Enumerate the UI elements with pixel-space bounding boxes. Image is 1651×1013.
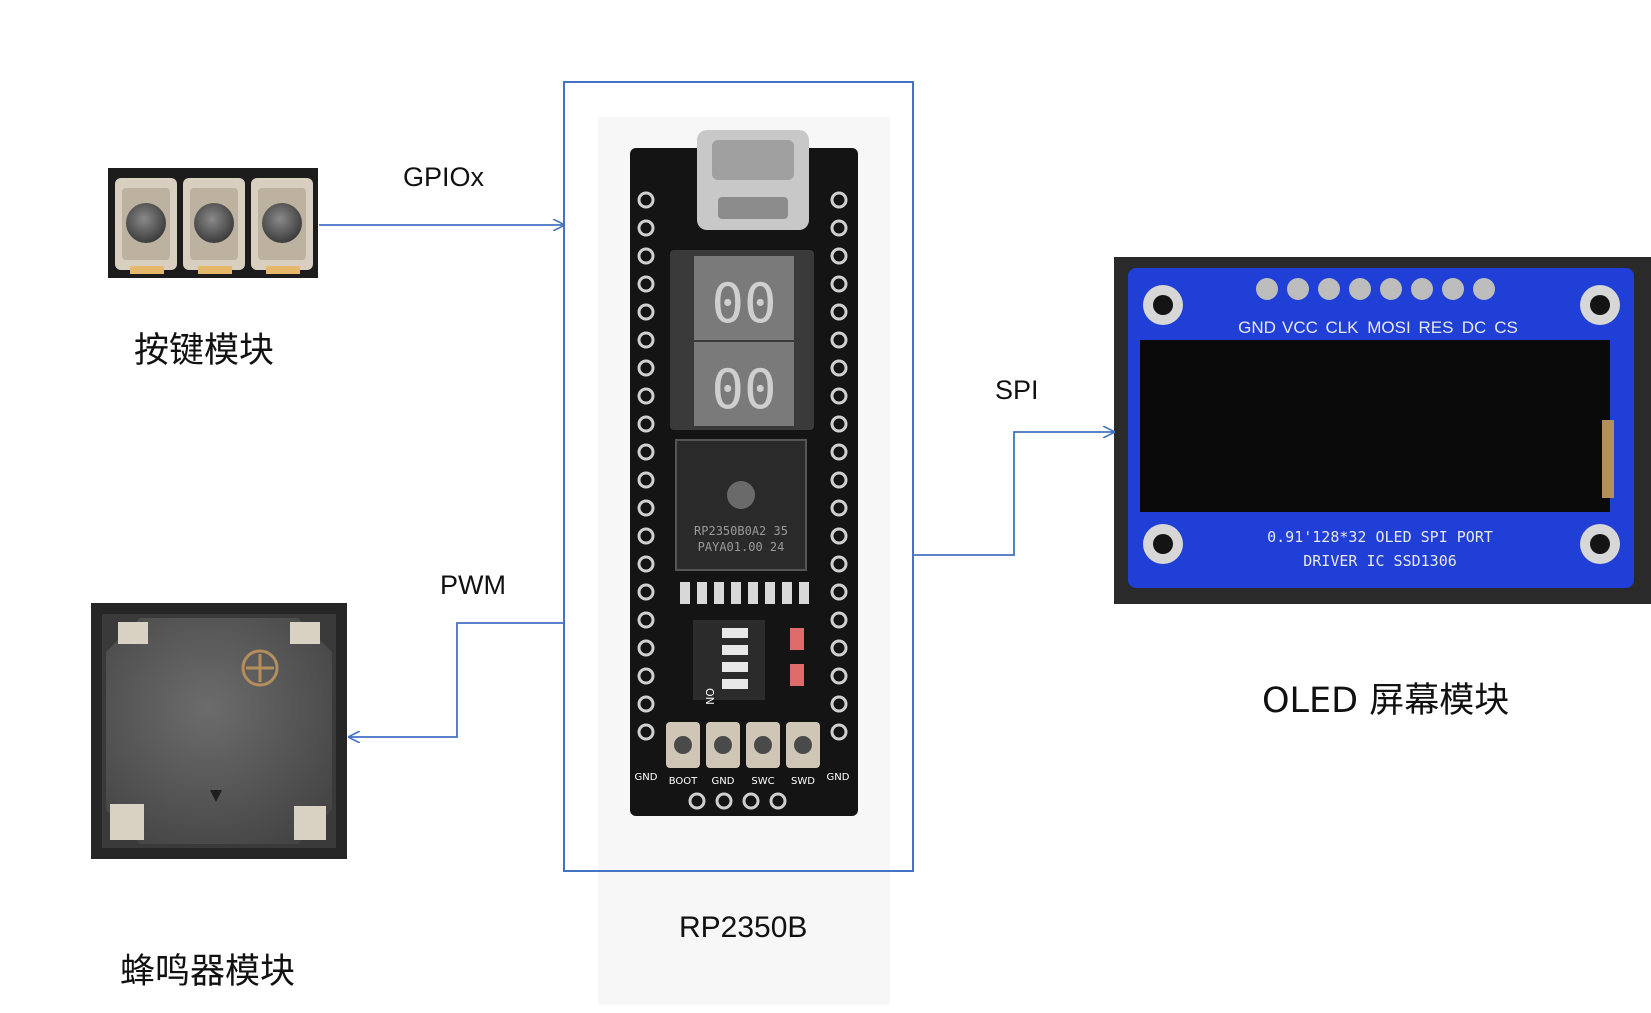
pin-hole (637, 611, 655, 629)
pwm-arrow (349, 622, 564, 737)
pin-hole (830, 611, 848, 629)
tactile-button-2 (183, 178, 245, 274)
pin-hole (830, 583, 848, 601)
mcu-frame (563, 81, 914, 872)
pin-hole (830, 639, 848, 657)
chip-marking-line1: RP2350B0A2 35 (694, 524, 788, 538)
pin-hole (830, 695, 848, 713)
oled-pin-mosi: MOSI (1367, 318, 1410, 337)
pin-hole (830, 415, 848, 433)
pin-hole (637, 723, 655, 741)
pin-hole (830, 667, 848, 685)
gpio-edge-label: GPIOx (403, 162, 485, 192)
pin-hole (830, 359, 848, 377)
oled-module-label: OLED 屏幕模块 (1262, 681, 1510, 721)
pin-hole (830, 191, 848, 209)
pin-hole (637, 219, 655, 237)
pin-hole (637, 331, 655, 349)
oled-pin-clk: CLK (1325, 318, 1359, 337)
pin-hole (830, 331, 848, 349)
spi-arrow (913, 432, 1114, 556)
pin-hole (830, 499, 848, 517)
pin-hole (830, 387, 848, 405)
pin-hole (637, 695, 655, 713)
oled-pin-gnd: GND (1238, 318, 1276, 337)
oled-module-image: GND VCC CLK MOSI RES DC CS 0.91'128*32 O… (1114, 257, 1651, 604)
spi-edge-label: SPI (995, 375, 1039, 405)
rp2350b-board-image: 00 00 RP2350B0A2 35 PAYA01.00 24 ON (630, 130, 858, 816)
pin-hole (637, 303, 655, 321)
pin-hole (830, 443, 848, 461)
pin-hole (637, 275, 655, 293)
dip-on-silk: ON (703, 688, 716, 705)
tactile-button-3 (251, 178, 313, 274)
silk-swc: SWC (751, 776, 774, 787)
pin-hole (637, 667, 655, 685)
pin-hole (830, 723, 848, 741)
pin-hole (637, 471, 655, 489)
pin-hole (637, 359, 655, 377)
oled-pin-vcc: VCC (1282, 318, 1318, 337)
tactile-button-1 (115, 178, 177, 274)
silk-gnd-button: GND (712, 776, 735, 787)
pin-hole (637, 443, 655, 461)
mcu-label: RP2350B (679, 911, 808, 944)
oled-pin-cs: CS (1494, 318, 1518, 337)
pin-hole (830, 247, 848, 265)
pin-hole (830, 219, 848, 237)
silk-gnd-left: GND (635, 772, 658, 783)
svg-text:00: 00 (711, 358, 776, 421)
pin-hole (637, 499, 655, 517)
pin-hole (637, 583, 655, 601)
oled-pin-res: RES (1419, 318, 1454, 337)
pin-hole (637, 191, 655, 209)
svg-text:00: 00 (711, 272, 776, 335)
pin-hole (830, 275, 848, 293)
pin-hole (637, 247, 655, 265)
pin-hole (830, 555, 848, 573)
chip-marking-line2: PAYA01.00 24 (698, 540, 785, 554)
buzzer-module-image (91, 603, 347, 859)
pin-hole (830, 471, 848, 489)
pwm-edge-label: PWM (440, 570, 506, 600)
button-module-image (108, 168, 318, 278)
pin-hole (830, 303, 848, 321)
oled-silk-line2: DRIVER IC SSD1306 (1303, 552, 1457, 570)
pin-hole (830, 527, 848, 545)
pin-hole (637, 639, 655, 657)
oled-silk-line1: 0.91'128*32 OLED SPI PORT (1267, 528, 1493, 546)
pin-hole (637, 415, 655, 433)
pin-hole (637, 387, 655, 405)
button-module-label: 按键模块 (134, 331, 275, 371)
pin-header-left (637, 191, 655, 741)
oled-pin-dc: DC (1462, 318, 1487, 337)
silk-gnd-right: GND (827, 772, 850, 783)
pin-hole (637, 527, 655, 545)
buzzer-module-label: 蜂鸣器模块 (120, 952, 296, 992)
silk-swd: SWD (791, 776, 815, 787)
pin-header-right (830, 191, 848, 741)
silk-boot: BOOT (669, 776, 698, 787)
pin-hole (637, 555, 655, 573)
